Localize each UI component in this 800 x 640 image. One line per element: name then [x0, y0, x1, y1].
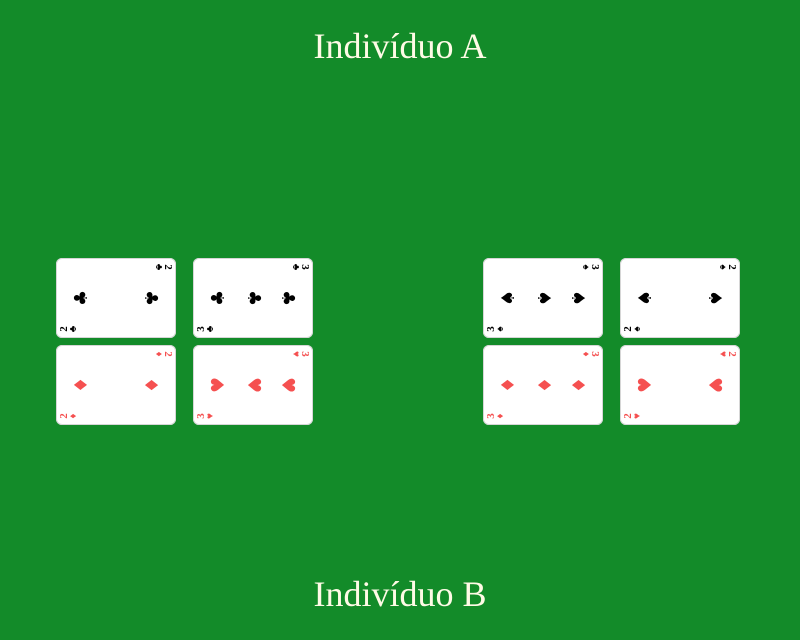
card-3-of-diamonds[interactable]: 3♦3♦♦♦♦	[483, 345, 603, 425]
card-rank: 3	[299, 351, 311, 357]
diamonds-icon: ♦	[567, 377, 588, 394]
card-corner-index: 2♦	[153, 348, 174, 360]
hearts-icon: ♥	[704, 377, 725, 394]
clubs-icon: ♣	[205, 325, 216, 333]
card-rank: 3	[299, 264, 311, 270]
card-rank: 3	[589, 264, 601, 270]
clubs-icon: ♣	[140, 290, 161, 307]
card-corner-index: 3♦	[485, 410, 506, 422]
player-b-label: Indivíduo B	[313, 574, 487, 614]
card-2-of-spades[interactable]: 2♠2♠♠♠	[620, 258, 740, 338]
card-corner-index: 3♥	[290, 348, 311, 360]
spades-icon: ♠	[567, 290, 588, 307]
card-corner-index: 2♦	[58, 410, 79, 422]
clubs-icon: ♣	[68, 325, 79, 333]
card-rank: 2	[162, 264, 174, 270]
diamonds-icon: ♦	[495, 413, 506, 419]
card-rank: 2	[162, 351, 174, 357]
diamonds-icon: ♦	[498, 376, 519, 393]
card-3-of-clubs[interactable]: 3♣3♣♣♣♣	[193, 258, 313, 338]
hearts-icon: ♥	[290, 351, 301, 357]
hearts-icon: ♥	[635, 376, 656, 393]
spades-icon: ♠	[704, 290, 725, 307]
spades-icon: ♠	[632, 326, 643, 332]
card-corner-index: 3♣	[290, 261, 311, 273]
hearts-icon: ♥	[632, 413, 643, 419]
card-face: 2♣2♣♣♣	[56, 258, 176, 338]
card-rank: 3	[589, 351, 601, 357]
hearts-icon: ♥	[243, 377, 264, 394]
spades-icon: ♠	[580, 264, 591, 270]
card-face: 2♥2♥♥♥	[620, 345, 740, 425]
card-rank: 2	[726, 351, 738, 357]
clubs-icon: ♣	[71, 289, 92, 306]
card-rank: 2	[726, 264, 738, 270]
card-face: 3♠3♠♠♠♠	[483, 258, 603, 338]
card-3-of-hearts[interactable]: 3♥3♥♥♥♥	[193, 345, 313, 425]
card-corner-index: 2♥	[622, 410, 643, 422]
card-face: 3♦3♦♦♦♦	[483, 345, 603, 425]
clubs-icon: ♣	[277, 290, 298, 307]
diamonds-icon: ♦	[580, 351, 591, 357]
diamonds-icon: ♦	[68, 413, 79, 419]
card-2-of-clubs[interactable]: 2♣2♣♣♣	[56, 258, 176, 338]
spades-icon: ♠	[533, 290, 554, 307]
card-corner-index: 2♣	[58, 323, 79, 335]
card-corner-index: 3♦	[580, 348, 601, 360]
hearts-icon: ♥	[717, 351, 728, 357]
card-face: 3♣3♣♣♣♣	[193, 258, 313, 338]
card-2-of-diamonds[interactable]: 2♦2♦♦♦	[56, 345, 176, 425]
diamonds-icon: ♦	[533, 377, 554, 394]
card-2-of-hearts[interactable]: 2♥2♥♥♥	[620, 345, 740, 425]
card-corner-index: 3♠	[580, 261, 601, 273]
spades-icon: ♠	[495, 326, 506, 332]
clubs-icon: ♣	[208, 289, 229, 306]
card-corner-index: 3♥	[195, 410, 216, 422]
card-3-of-spades[interactable]: 3♠3♠♠♠♠	[483, 258, 603, 338]
card-corner-index: 2♥	[717, 348, 738, 360]
card-face: 2♦2♦♦♦	[56, 345, 176, 425]
diamonds-icon: ♦	[153, 351, 164, 357]
card-face: 2♠2♠♠♠	[620, 258, 740, 338]
spades-icon: ♠	[717, 264, 728, 270]
card-corner-index: 2♠	[622, 323, 643, 335]
diamonds-icon: ♦	[140, 377, 161, 394]
card-corner-index: 3♠	[485, 323, 506, 335]
hearts-icon: ♥	[205, 413, 216, 419]
clubs-icon: ♣	[290, 263, 301, 271]
hearts-icon: ♥	[208, 376, 229, 393]
card-corner-index: 2♣	[153, 261, 174, 273]
card-corner-index: 3♣	[195, 323, 216, 335]
spades-icon: ♠	[635, 289, 656, 306]
player-a-label: Indivíduo A	[313, 26, 487, 66]
clubs-icon: ♣	[243, 290, 264, 307]
card-face: 3♥3♥♥♥♥	[193, 345, 313, 425]
clubs-icon: ♣	[153, 263, 164, 271]
diamonds-icon: ♦	[71, 376, 92, 393]
spades-icon: ♠	[498, 289, 519, 306]
card-corner-index: 2♠	[717, 261, 738, 273]
hearts-icon: ♥	[277, 377, 298, 394]
